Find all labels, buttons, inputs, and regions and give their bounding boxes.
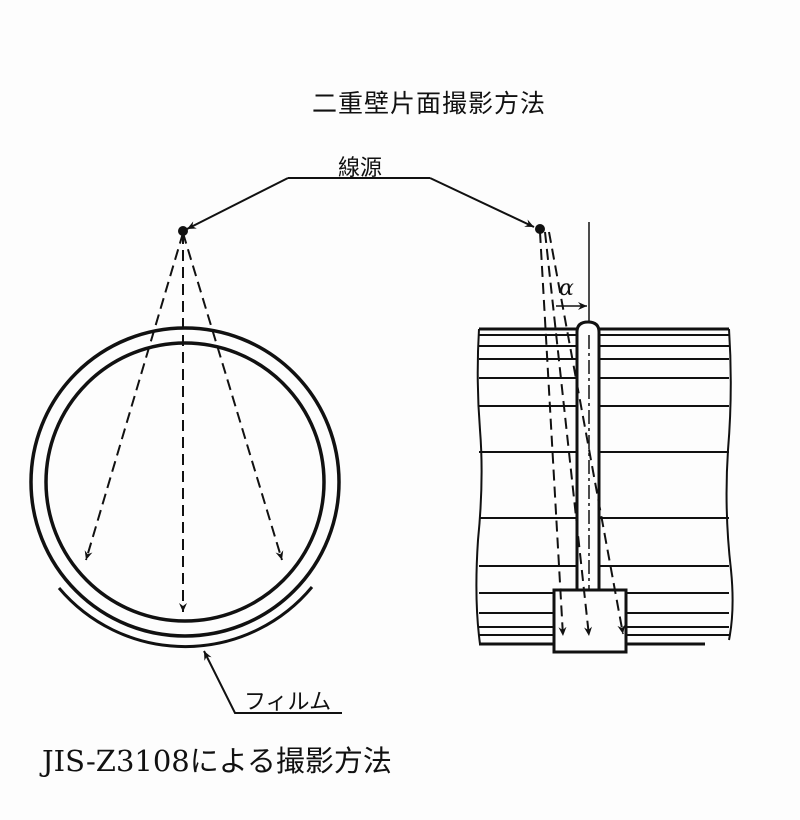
film-leader (203, 650, 342, 714)
angle-label: α (559, 276, 574, 301)
film-label: フィルム (244, 690, 332, 715)
film-box (552, 588, 628, 654)
caption: JIS-Z3108による撮影方法 (42, 744, 392, 778)
source-leader (186, 177, 535, 230)
right-source-point (535, 224, 545, 234)
pipe-cross-section (29, 326, 341, 648)
right-rays (539, 231, 626, 637)
weld-bead (575, 320, 601, 590)
diagram-title: 二重壁片面撮影方法 (312, 89, 547, 118)
left-rays (84, 232, 284, 612)
film-arc (57, 586, 314, 648)
source-label: 線源 (338, 156, 383, 181)
